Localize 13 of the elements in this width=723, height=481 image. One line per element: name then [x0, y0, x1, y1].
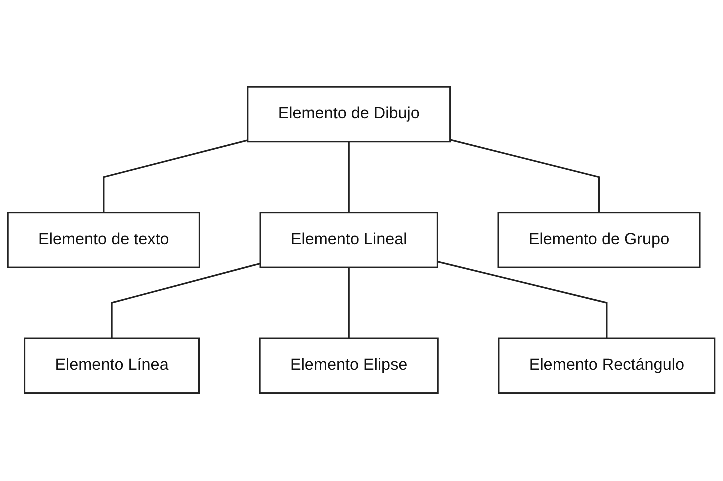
- node-box: Elemento Lineal: [260, 212, 438, 269]
- connector: [348, 268, 350, 339]
- node-box: Elemento de Dibujo: [247, 86, 452, 143]
- connector: [450, 139, 600, 214]
- node-box: Elemento Elipse: [259, 338, 439, 394]
- connector: [348, 142, 350, 214]
- node-box: Elemento de texto: [7, 212, 200, 269]
- connector: [103, 140, 248, 214]
- connector: [438, 261, 608, 339]
- node-box: Elemento Rectángulo: [498, 338, 716, 394]
- node-box: Elemento de Grupo: [498, 212, 701, 269]
- connector: [111, 263, 261, 339]
- node-box: Elemento Línea: [24, 338, 200, 394]
